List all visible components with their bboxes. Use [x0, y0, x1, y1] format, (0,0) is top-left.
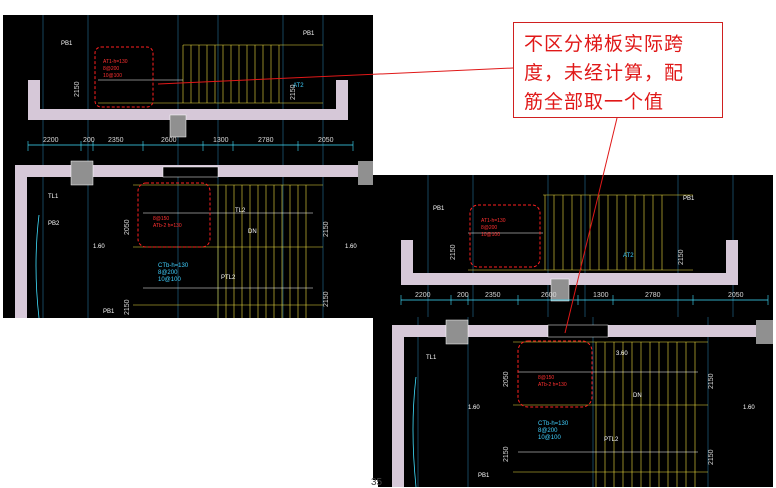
vertical-dim: 2150	[74, 81, 81, 97]
dim-text: 2600	[541, 292, 557, 299]
callout-box: 不区分梯板实际跨 度，未经计算，配 筋全部取一个值	[513, 22, 723, 118]
dim-text: 200	[457, 292, 469, 299]
vertical-dim: 2150	[708, 373, 715, 389]
label: TL1	[48, 194, 59, 200]
upper-wall	[401, 240, 738, 285]
label: 1.60	[743, 405, 755, 411]
column-upper	[169, 114, 187, 138]
upper-wall	[28, 80, 348, 120]
callout-text-line: 筋全部取一个值	[524, 91, 665, 113]
cad-drawing-left: AT1-h=130 8@200 10@100 PB1 PB1 AT2 2150 …	[3, 15, 373, 318]
cyan-note-line: 10@100	[158, 277, 181, 283]
label: PB1	[103, 309, 115, 315]
label: AT2	[623, 253, 634, 259]
label: 1.60	[345, 244, 357, 250]
label: DN	[248, 229, 257, 235]
vertical-dim: 2150	[503, 446, 510, 462]
cyan-note-line: CTb-h=130	[538, 421, 569, 427]
label: AT2	[293, 83, 304, 89]
label: 1.60	[468, 405, 480, 411]
label: PTL2	[221, 275, 236, 281]
dim-text: 2200	[43, 137, 59, 144]
label: 3.60	[616, 351, 628, 357]
label: PTL2	[604, 437, 619, 443]
column-lower-right	[358, 161, 373, 185]
label: 1.60	[93, 244, 105, 250]
vertical-dim: 2150	[290, 84, 297, 100]
cyan-note-line: CTb-h=130	[158, 263, 189, 269]
callout-text-line: 不区分梯板实际跨	[524, 33, 685, 55]
label: PB1	[303, 31, 315, 37]
dim-text: 2600	[161, 137, 177, 144]
red-note-line: ATb-2 h=130	[153, 223, 182, 229]
dim-text: 2780	[645, 292, 661, 299]
column-right	[756, 320, 773, 344]
dim-text: 200	[83, 137, 95, 144]
red-rebar-box-upper	[94, 46, 154, 108]
label: TL2	[235, 208, 246, 214]
cyan-note-line: 8@200	[538, 428, 558, 434]
red-note-line: 8@200	[481, 225, 497, 231]
red-note-line: 8@150	[153, 216, 169, 222]
cad-drawing-right-lower: 8@150 ATb-2 h=130 CTb-h=130 8@200 10@100…	[378, 317, 773, 487]
vertical-dim: 2150	[323, 291, 330, 307]
label: PB1	[478, 473, 490, 479]
callout-text-line: 度，未经计算，配	[524, 62, 685, 84]
vertical-dim: 2150	[708, 449, 715, 465]
cyan-note-line: 10@100	[538, 435, 561, 441]
dim-text: 2350	[108, 137, 124, 144]
label: PB1	[61, 41, 73, 47]
label: PB1	[433, 206, 445, 212]
lower-wall	[15, 165, 373, 318]
vertical-dim: 2150	[323, 221, 330, 237]
vertical-dim: 2050	[124, 219, 131, 235]
dim-text: 2050	[318, 137, 334, 144]
vertical-dim: 2150	[678, 249, 685, 265]
vertical-dim: 2150	[124, 299, 131, 315]
dim-text: 2050	[728, 292, 744, 299]
dim-text: 1300	[213, 137, 229, 144]
dim-text: 2780	[258, 137, 274, 144]
red-note-line: ATb-2 h=130	[538, 382, 567, 388]
vertical-dim: 2150	[450, 244, 457, 260]
red-note-line: AT1-h=130	[481, 218, 506, 224]
red-note-line: 8@200	[103, 66, 119, 72]
red-note-line: AT1-h=130	[103, 59, 128, 65]
red-rebar-box-upper	[469, 204, 541, 268]
label: TL1	[426, 355, 437, 361]
red-rebar-box-lower	[517, 340, 593, 408]
column-lower-left	[70, 160, 94, 186]
red-note-line: 10@100	[481, 232, 500, 238]
dim-text: 2200	[415, 292, 431, 299]
label: PB2	[48, 221, 60, 227]
label: PB1	[683, 196, 695, 202]
dim-text: 1300	[593, 292, 609, 299]
cyan-note-line: 8@200	[158, 270, 178, 276]
label: DN	[633, 393, 642, 399]
page-number: 35	[371, 477, 383, 488]
red-rebar-box-lower	[137, 182, 211, 248]
vertical-dim: 2050	[503, 371, 510, 387]
dim-text: 2350	[485, 292, 501, 299]
column-left	[445, 319, 469, 345]
lower-wall	[392, 325, 773, 487]
red-note-line: 8@150	[538, 375, 554, 381]
red-note-line: 10@100	[103, 73, 122, 79]
